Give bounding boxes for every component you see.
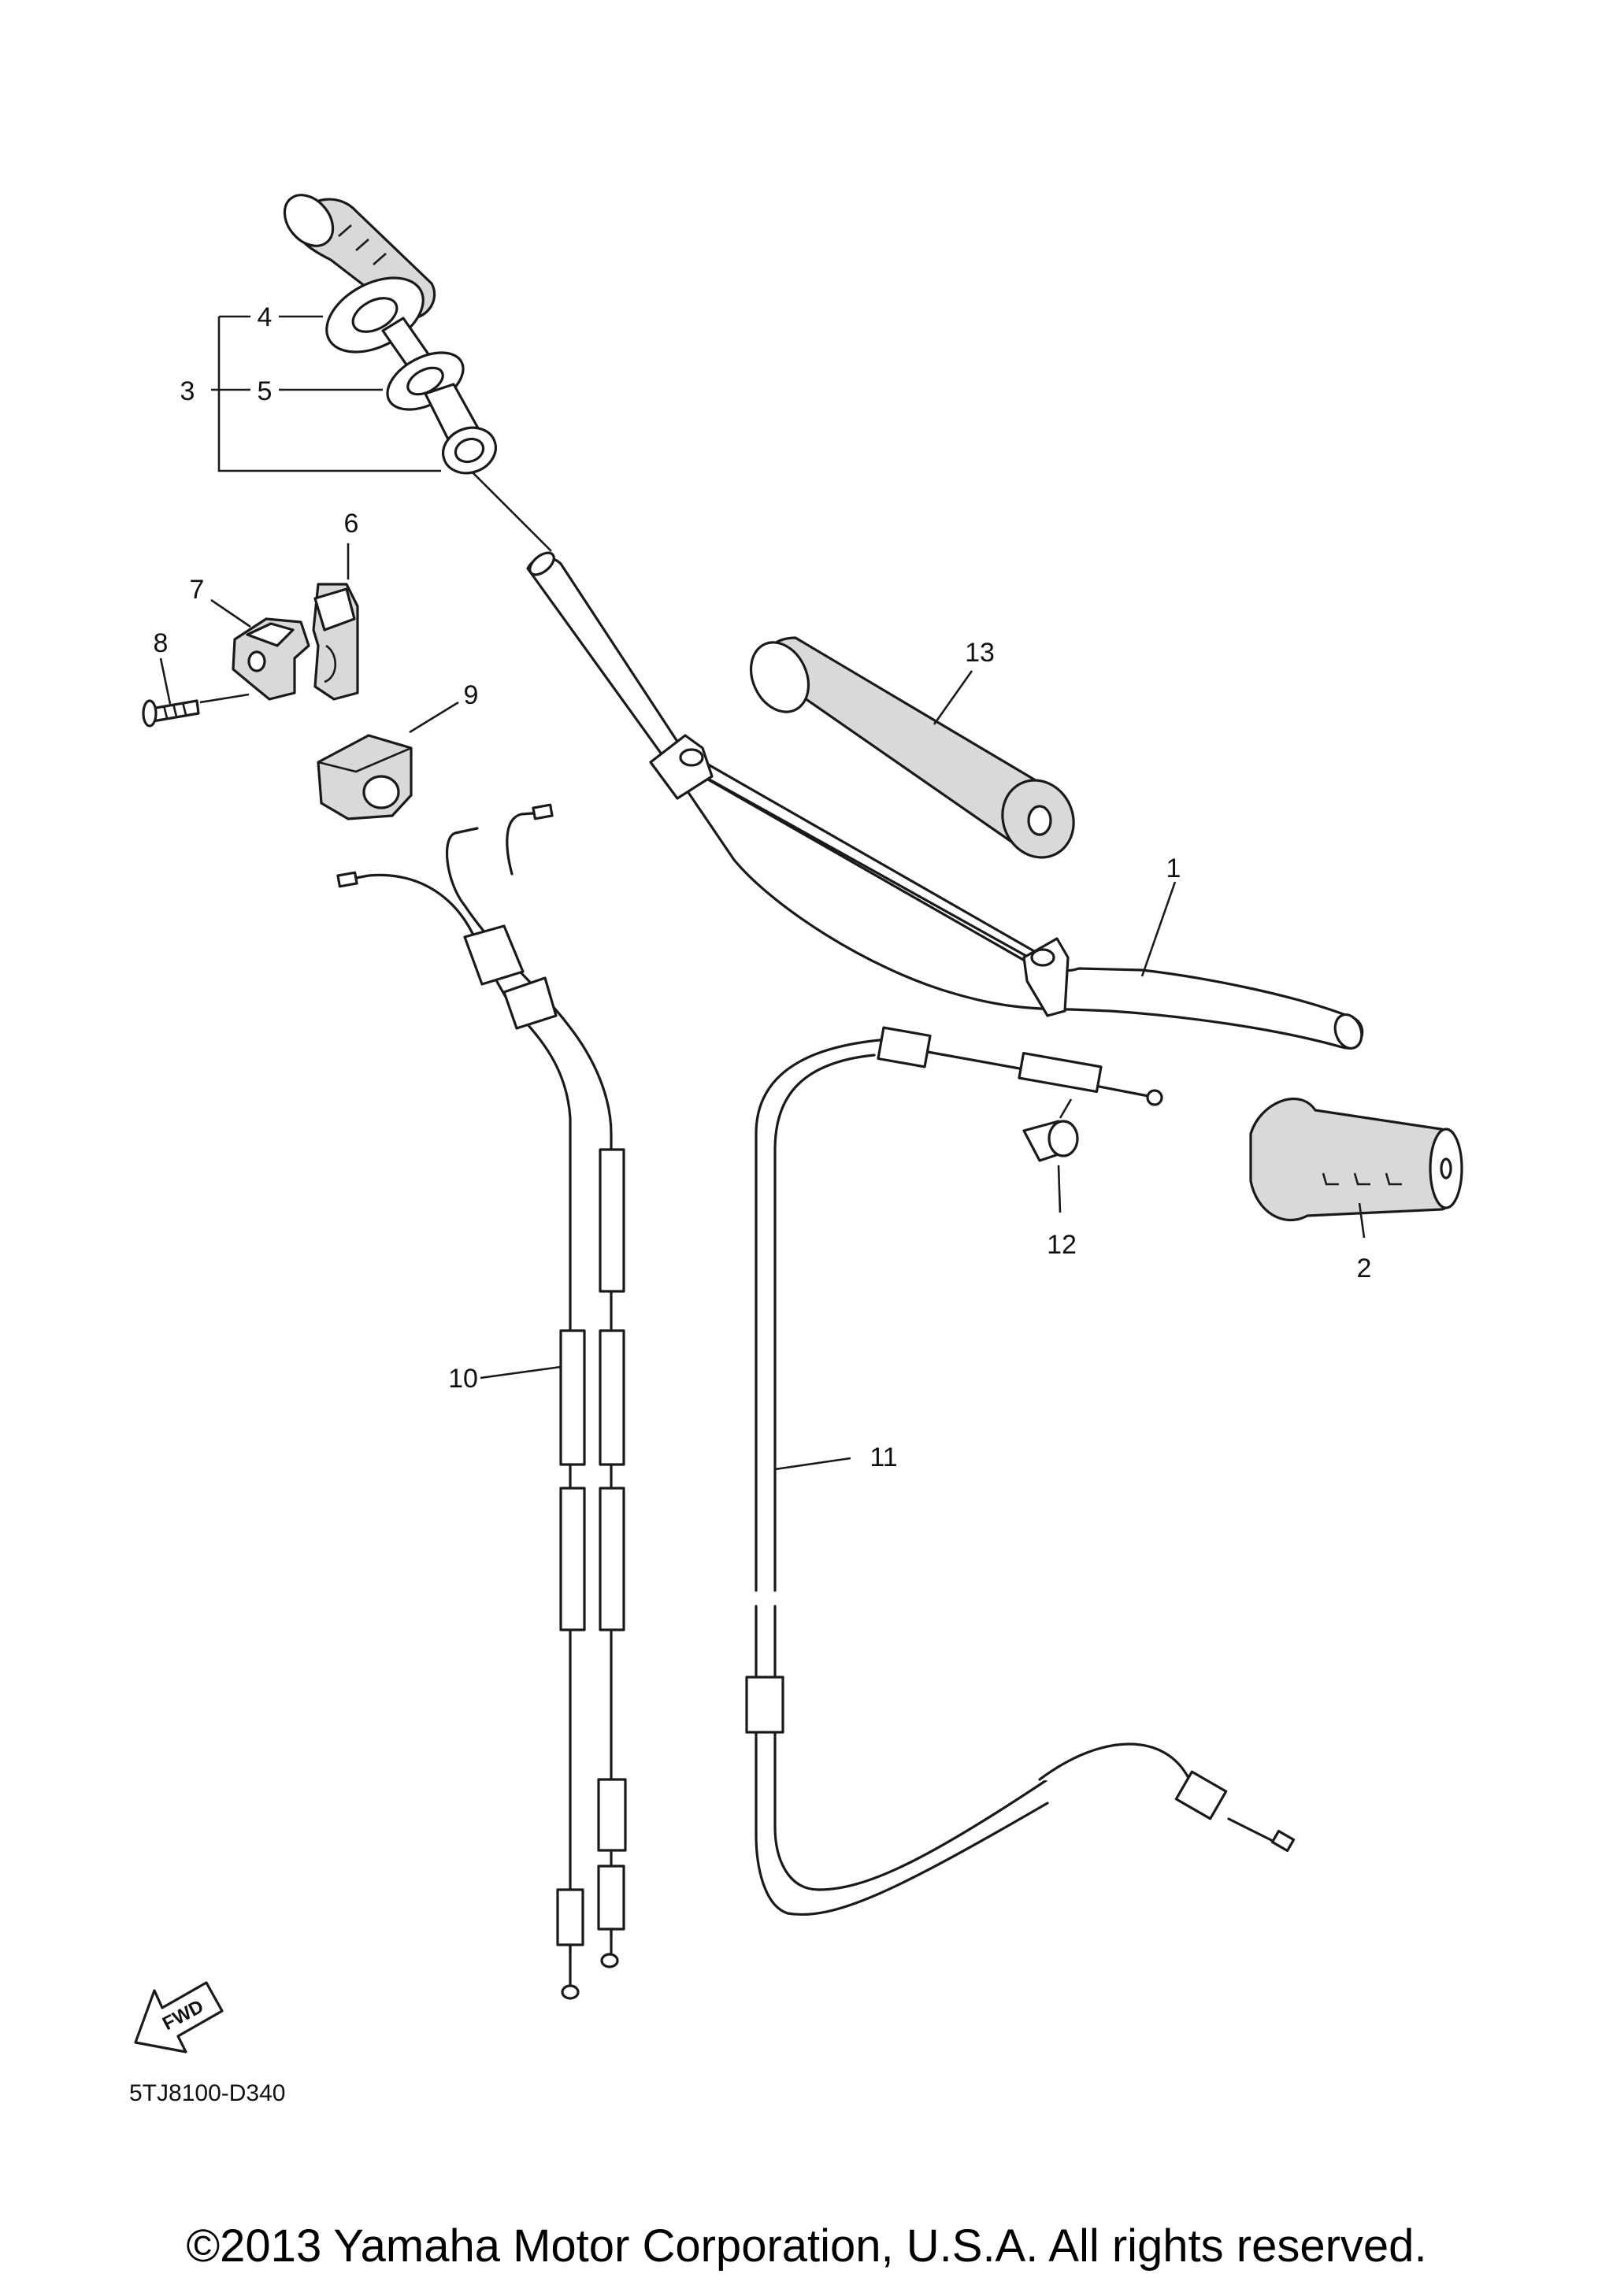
callout-11: 11 [870,1442,897,1472]
copyright-notice: ©2013 Yamaha Motor Corporation, U.S.A. A… [186,2220,1426,2272]
callout-4: 4 [258,302,273,332]
callouts: 1 2 3 4 5 6 7 8 9 10 11 12 13 [154,302,1372,1472]
cable-adjuster [1022,1120,1079,1162]
drawing-code: 5TJ8100-D340 [129,2080,285,2106]
callout-10: 10 [448,1364,478,1394]
throttle-cable-set [336,803,627,2000]
callout-3: 3 [180,376,195,406]
throttle-housing-lower [232,617,310,701]
housing-cover [317,734,413,820]
callout-2: 2 [1357,1254,1372,1283]
callout-13: 13 [965,638,995,668]
fwd-arrow-icon: FWD [134,1981,224,2053]
handlebar-pad [749,636,1075,859]
clutch-cable [745,1026,1296,1916]
callout-5: 5 [258,376,273,406]
callout-8: 8 [154,628,169,658]
right-grip [1249,1097,1463,1221]
callout-9: 9 [464,680,479,710]
throttle-grip-assembly [283,194,497,475]
callout-6: 6 [344,509,359,539]
callout-7: 7 [190,575,205,605]
callout-12: 12 [1047,1230,1077,1260]
leader-lines [159,315,1366,1471]
handlebar [526,551,1364,1050]
throttle-housing-upper [312,583,359,701]
callout-1: 1 [1166,854,1181,883]
screw [142,699,200,728]
